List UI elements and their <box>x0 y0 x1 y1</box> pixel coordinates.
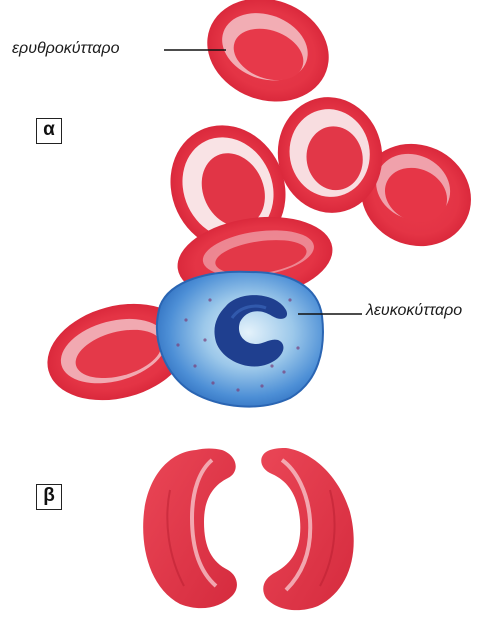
white-cell-label: λευκοκύτταρο <box>366 302 462 320</box>
panel-b-label: β <box>36 484 62 510</box>
red-cell-label: ερυθροκύτταρο <box>12 40 119 58</box>
sickle-cell-left <box>143 449 237 609</box>
sickle-cell-right <box>261 448 353 610</box>
panel-a-label: α <box>36 118 62 144</box>
white-blood-cell <box>157 272 323 407</box>
